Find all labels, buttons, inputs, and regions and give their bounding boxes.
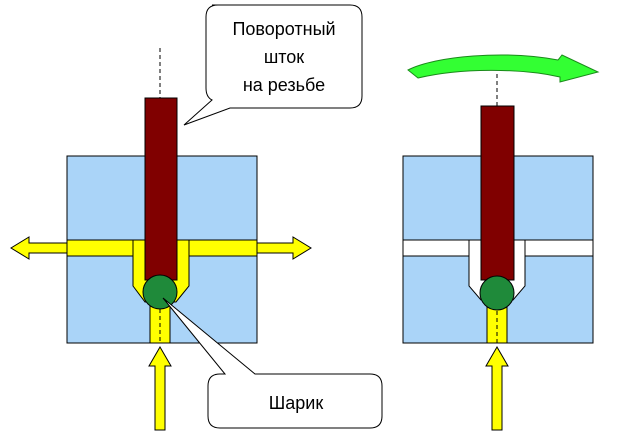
outlet-arrow-right: [256, 236, 312, 260]
inlet-arrow-right: [485, 346, 509, 431]
outlet-arrow-left: [10, 236, 68, 260]
valve-closed: [402, 54, 600, 431]
ball-callout-text: Шарик: [269, 393, 324, 413]
rod-callout-line-2: шток: [264, 47, 304, 67]
threaded-rod-right: [480, 105, 515, 281]
rod-callout: Поворотный шток на резьбе: [183, 4, 363, 126]
ball-callout: Шарик: [162, 297, 383, 429]
threaded-rod-left: [144, 97, 178, 281]
ball-left: [142, 274, 178, 310]
valve-open: [10, 48, 312, 431]
rod-callout-line-3: на резьбе: [243, 75, 325, 95]
inlet-arrow-left: [148, 346, 172, 431]
ball-right: [479, 275, 515, 311]
rotation-arrow: [407, 54, 600, 83]
rod-callout-line-1: Поворотный: [232, 19, 335, 39]
